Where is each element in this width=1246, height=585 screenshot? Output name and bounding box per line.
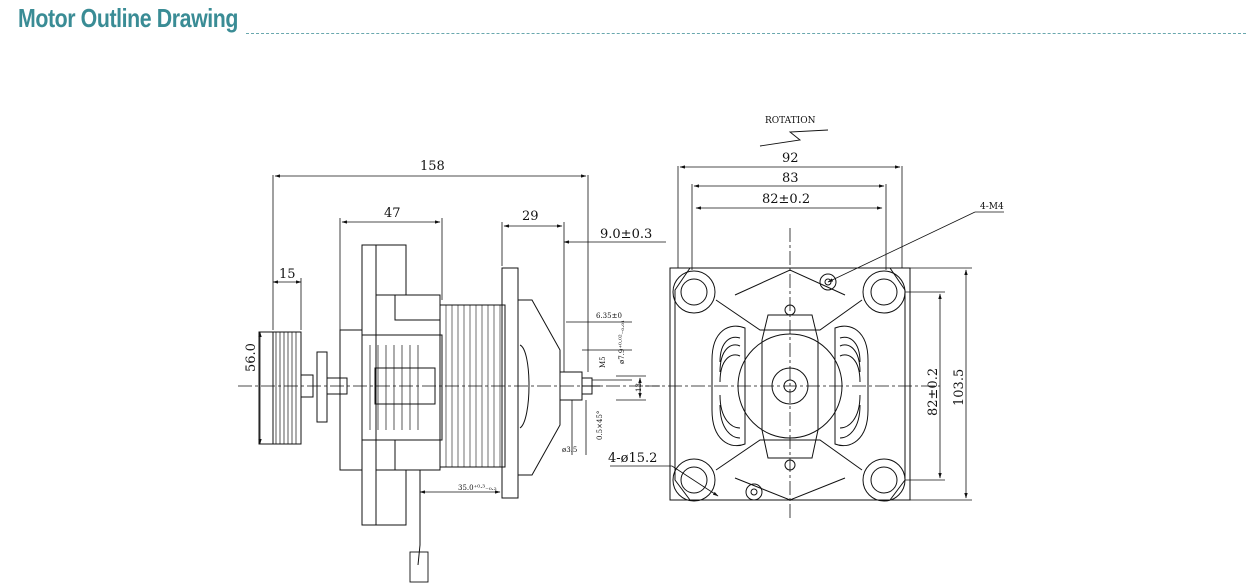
front-view-labels: ROTATION 92 83 82±0.2 4-M4 82±0.2 103.5 … (608, 116, 1004, 466)
dim-mount-holes: 4-ø15.2 (608, 451, 657, 466)
side-view-dimensions (258, 174, 666, 494)
side-view-labels: 158 47 29 9.0±0.3 15 56.0 6.35±0 ø7.9⁺⁰·… (244, 159, 652, 492)
dim-length-3-5: ø3.5 (562, 446, 577, 454)
side-view (238, 244, 660, 583)
dim-length-47: 47 (384, 206, 401, 221)
dim-thread-m5: M5 (599, 356, 607, 368)
page-title: Motor Outline Drawing (18, 3, 238, 33)
dim-width-83: 83 (782, 171, 799, 186)
dim-width-82: 82±0.2 (762, 192, 810, 207)
dim-length-35: 35.0⁺⁰·³₋₀.₂ (458, 484, 497, 492)
dim-length-15: 15 (279, 267, 296, 282)
dim-holes-m4: 4-M4 (980, 202, 1004, 212)
dim-length-13: 13 (635, 383, 643, 392)
title-underline (246, 33, 1246, 34)
rotation-label: ROTATION (765, 116, 816, 126)
dim-shaft-6-35: 6.35±0 (596, 312, 622, 320)
dim-height-82: 82±0.2 (926, 368, 941, 416)
front-view (645, 228, 940, 520)
dim-length-29: 29 (522, 209, 539, 224)
front-view-dimensions (610, 129, 1004, 501)
dim-overall-length: 158 (420, 159, 445, 174)
dim-height-103: 103.5 (952, 369, 967, 406)
dim-height-56: 56.0 (244, 343, 259, 372)
dim-shaft-extension: 9.0±0.3 (600, 227, 652, 242)
dim-width-92: 92 (782, 151, 799, 166)
dim-shaft-diameter: ø7.9⁺⁰·⁰²₋₀.₀₁ (618, 320, 626, 364)
section-header: Motor Outline Drawing (18, 0, 1246, 40)
dim-chamfer: 0.5×45° (596, 411, 604, 440)
